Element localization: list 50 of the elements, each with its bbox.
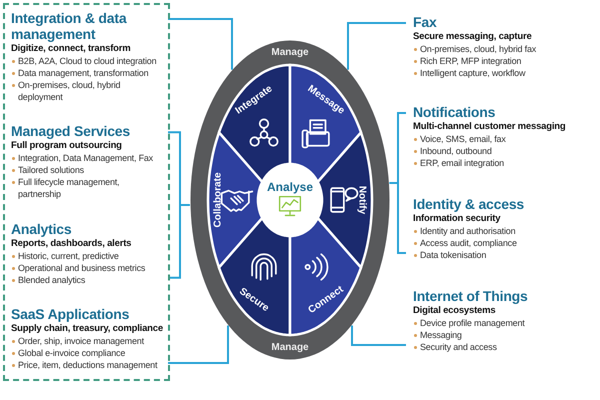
bullet-item: Operational and business metrics [11,262,164,274]
bullet-item: On-premises, cloud, hybrid deployment [11,79,164,103]
bullet-item: Tailored solutions [11,164,164,176]
bullet-item: B2B, A2A, Cloud to cloud integration [11,55,164,67]
section-heading: SaaS Applications [11,306,130,322]
bullet-item: Integration, Data Management, Fax [11,152,164,164]
section-heading: Integration & data management [11,10,128,42]
connector-line [168,326,229,364]
bullet-item: Messaging [413,329,600,341]
ring-label: Manage [271,47,309,58]
section-subheading: Digital ecosystems [413,304,496,317]
bullet-item: Identity and authorisation [413,225,600,237]
section-subheading: Digitize, connect, transform [11,42,132,55]
segment-label: Collaborate [212,172,224,228]
bullet-item: On-premises, cloud, hybrid fax [413,43,600,55]
bullet-item: Order, ship, invoice management [11,334,164,347]
bullet-item: Full lifecycle management, partnership [11,176,164,200]
bullet-item: Voice, SMS, email, fax [413,133,600,145]
section-heading: Identity & access [413,196,525,212]
section-subheading: Secure messaging, capture [413,30,533,43]
bullet-item: Data tokenisation [413,249,600,261]
ring-label: Manage [271,342,309,353]
section-heading: Notifications [413,104,496,120]
section-heading: Fax [413,14,438,30]
section-subheading: Multi-channel customer messaging [413,120,566,133]
section-subheading: Full program outsourcing [11,139,123,152]
connector-line [347,22,406,70]
section-heading: Internet of Things [413,288,529,304]
center-label: Analyse [266,180,314,194]
bullet-item: Rich ERP, MFP integration [413,55,600,67]
section-heading: Managed Services [11,123,131,140]
bullet-item: ERP, email integration [413,157,600,169]
bullet-item: Historic, current, predictive [11,250,164,262]
bullet-item: Access audit, compliance [413,237,600,249]
connector-line [168,18,233,70]
section-subheading: Information security [413,212,502,225]
bullet-item: Intelligent capture, workflow [413,67,600,79]
bullet-item: Security and access [413,341,600,353]
section-subheading: Supply chain, treasury, compliance [11,322,164,335]
dashed-panel [3,3,170,381]
bullet-item: Inbound, outbound [413,145,600,157]
segment-label: Notify [356,186,368,214]
connector-line [351,326,406,346]
bullet-item: Data management, transformation [11,67,164,79]
bullet-item: Blended analytics [11,274,164,286]
section-subheading: Reports, dashboards, alerts [11,237,132,250]
section-heading: Analytics [11,220,72,237]
bullet-item: Global e-invoice compliance [11,346,164,359]
bullet-item: Price, item, deductions management [11,358,164,371]
bullet-item: Device profile management [413,317,600,329]
